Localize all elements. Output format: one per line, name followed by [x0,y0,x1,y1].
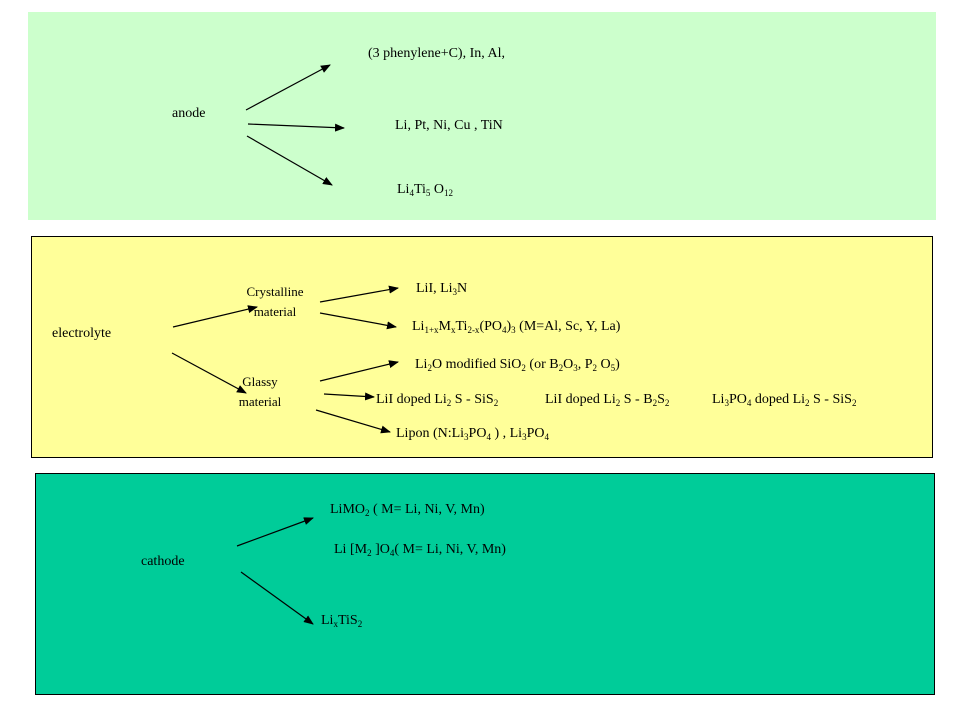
cathode-panel [35,473,935,695]
cathode-label: cathode [141,554,185,569]
anode-item-2: Li, Pt, Ni, Cu , TiN [395,118,503,133]
anode-label: anode [172,106,206,121]
crystalline-label: Crystalline material [246,284,304,319]
electrolyte-panel [31,236,933,458]
anode-panel [28,12,936,220]
glassy-label: Glassy material [238,374,282,409]
crystalline-item-1: LiI, Li3N [416,281,468,297]
glassy-item-3: LiI doped Li2 S - B2S2 [545,392,670,408]
cathode-item-2: Li [M2 ]O4( M= Li, Ni, V, Mn) [334,542,506,558]
glassy-item-1: Li2O modified SiO2 (or B2O3, P2 O5) [415,357,620,373]
cathode-item-3: LixTiS2 [321,613,363,629]
glassy-item-5: Lipon (N:Li3PO4 ) , Li3PO4 [396,426,549,442]
anode-item-1: (3 phenylene+C), In, Al, [368,46,505,61]
crystalline-item-2: Li1+xMxTi2-x(PO4)3 (M=Al, Sc, Y, La) [412,319,621,335]
anode-item-3: Li4Ti5 O12 [397,182,454,198]
glassy-item-2: LiI doped Li2 S - SiS2 [376,392,499,408]
glassy-item-4: Li3PO4 doped Li2 S - SiS2 [712,392,857,408]
electrolyte-label: electrolyte [52,326,112,341]
cathode-item-1: LiMO2 ( M= Li, Ni, V, Mn) [330,502,485,518]
